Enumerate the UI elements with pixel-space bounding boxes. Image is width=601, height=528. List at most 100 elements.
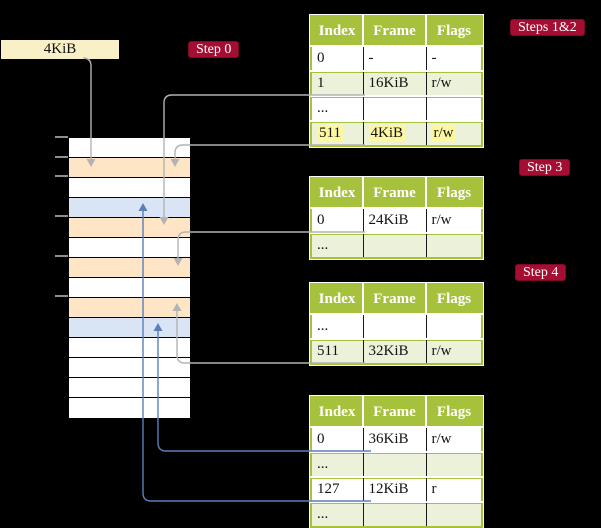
memory-row [69,218,190,238]
memory-row [69,278,190,298]
table-header-cell: Index [311,16,364,46]
table-cell [426,95,482,121]
page-size-box: 4KiB [1,40,119,59]
memory-row [69,338,190,358]
memory-address-tick [55,156,68,158]
cell-text: - [431,50,437,66]
memory-row [69,158,190,178]
cell-text: 0 [317,431,325,447]
cell-text: 4KiB [368,125,406,141]
table-cell: ... [311,451,364,477]
table-cell [363,313,427,339]
table-row: 511 32KiB r/w [311,338,482,364]
connector-line [174,144,365,159]
cell-text: 511 [317,343,339,359]
table-header-cell: Frame [363,178,427,208]
table-cell: 12KiB [363,476,427,502]
table-cell: ... [311,95,364,121]
table-cell [426,313,482,339]
table-cell [426,451,482,477]
table-cell [363,232,427,258]
cell-text: r/w [431,431,452,447]
cell-text: 16KiB [368,75,409,91]
memory-row [69,358,190,378]
memory-address-tick [55,215,68,217]
table-cell [426,232,482,258]
table-row: 0-- [311,45,482,71]
table-header-cell: Frame [363,284,427,314]
table-header-cell: Flags [426,284,482,314]
table-header-cell: Flags [426,178,482,208]
table-row: ... [311,232,482,258]
table-cell: 4KiB [363,120,427,146]
table-header-cell: Index [311,284,364,314]
badge-step-3: Step 3 [519,159,571,176]
badge-steps-1-2: Steps 1&2 [510,19,585,36]
table-header-cell: Index [311,397,364,427]
cell-text: r/w [431,212,452,228]
table-cell: ... [311,313,364,339]
cell-text: ... [317,237,329,253]
cell-text: 32KiB [368,343,409,359]
cell-text: 12KiB [368,481,409,497]
table-cell: r/w [426,70,482,96]
cell-text: ... [317,456,329,472]
table-cell: 36KiB [363,426,427,452]
table-cell: r/w [426,120,482,146]
table-cell [363,501,427,527]
table-cell: r/w [426,426,482,452]
memory-row [69,138,190,158]
memory-row [69,258,190,278]
memory-address-tick [55,255,68,257]
table-row: ... [311,313,482,339]
badge-step-4: Step 4 [515,264,567,281]
cell-text: 0 [317,212,325,228]
memory-row [69,178,190,198]
table-cell: 0 [311,207,364,233]
memory-row [69,238,190,258]
memory-row [69,198,190,218]
table-cell [363,95,427,121]
table-cell: 0 [311,426,364,452]
memory-address-tick [55,136,68,138]
table-cell: 16KiB [363,70,427,96]
physical-memory-column [68,137,191,419]
cell-text: r/w [431,343,452,359]
table-cell: - [426,45,482,71]
cell-text: ... [317,506,329,522]
table-header-cell: Frame [363,16,427,46]
cell-text: 24KiB [368,212,409,228]
memory-row [69,298,190,318]
table-cell: 511 [311,120,364,146]
badge-step-4-label: Step 4 [523,264,559,280]
table-row: 0 24KiB r/w [311,207,482,233]
cell-text: 127 [317,481,340,497]
cell-text: r/w [431,75,452,91]
badge-step-0-label: Step 0 [196,41,232,57]
table-cell: 511 [311,338,364,364]
table-cell: 1 [311,70,364,96]
memory-address-tick [55,175,68,177]
table-cell: r/w [426,207,482,233]
memory-row [69,398,190,418]
table-row: ... [311,451,482,477]
table-cell [426,501,482,527]
badge-step-3-label: Step 3 [527,159,563,175]
table-header-cell: Flags [426,397,482,427]
table-row: ... [311,95,482,121]
cell-text: r [431,481,437,497]
table-row: 127 12KiB r [311,476,482,502]
table-cell: r/w [426,338,482,364]
cell-text: 0 [317,50,325,66]
